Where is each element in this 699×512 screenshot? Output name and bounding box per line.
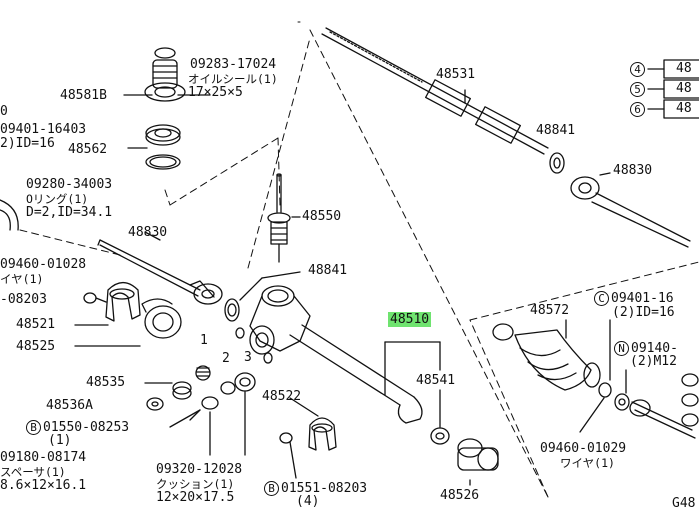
label-09283-name: オイルシール(1) <box>188 72 278 86</box>
label-09280-name: Oリング(1) <box>26 192 89 206</box>
index-boxes <box>647 59 699 119</box>
label-09401a-sub: 2)ID=16 <box>0 136 55 151</box>
label-48510: 48510 <box>388 312 432 327</box>
label-09320-size: 12×20×17.5 <box>156 490 235 505</box>
number-3: 3 <box>244 350 252 365</box>
label-09320: 09320-12028 <box>156 462 243 477</box>
part-48841-left <box>224 298 240 322</box>
label-09180-name: スペーサ(1) <box>0 465 66 479</box>
label-48841-right: 48841 <box>536 123 576 138</box>
label-09180: 09180-08174 <box>0 450 87 465</box>
index-5-badge: 5 <box>630 82 645 97</box>
part-bolt-08203 <box>83 292 107 304</box>
label-01550-number: 01550-08253 <box>43 420 130 435</box>
part-48550 <box>267 173 291 263</box>
label-09401b-sub: (2)ID=16 <box>612 305 675 320</box>
index-6: 6 <box>630 102 647 117</box>
label-48510-highlight: 48510 <box>388 312 432 327</box>
letter-b-badge: B <box>26 420 41 435</box>
letter-b-badge-2: B <box>264 481 279 496</box>
label-48521: 48521 <box>16 317 56 332</box>
index-4: 4 <box>630 62 647 77</box>
label-01550-qty: (1) <box>48 433 72 448</box>
label-09283-size: 17×25×5 <box>188 85 243 100</box>
label-48525: 48525 <box>16 339 56 354</box>
label-09140-sub: (2)M12 <box>630 354 677 369</box>
label-48841-left: 48841 <box>308 263 348 278</box>
part-48522 <box>308 417 337 451</box>
label-48522: 48522 <box>262 389 302 404</box>
label-48550: 48550 <box>302 209 342 224</box>
label-48581B: 48581B <box>60 88 107 103</box>
part-tie-rod-end-right <box>629 373 699 439</box>
letter-n-badge: N <box>614 341 629 356</box>
part-48535 <box>172 365 211 400</box>
part-48526 <box>457 438 499 471</box>
part-09320 <box>234 372 256 392</box>
label-48562: 48562 <box>68 142 108 157</box>
label-09401b-number: 09401-16 <box>611 291 674 306</box>
number-1: 1 <box>200 333 208 348</box>
label-09320-name: クッション(1) <box>156 477 235 491</box>
index-6-text: 48 <box>676 101 692 116</box>
label-09460b: 09460-01029 <box>540 441 627 456</box>
part-48510-housing <box>235 285 423 424</box>
label-09460a-sub: イヤ(1) <box>0 272 44 286</box>
label-01551-number: 01551-08203 <box>281 481 368 496</box>
label-09460b-sub: ワイヤ(1) <box>560 456 615 470</box>
part-09180 <box>189 381 236 421</box>
label-09280: 09280-34003 <box>26 177 113 192</box>
index-5: 5 <box>630 82 647 97</box>
label-09280-size: D=2,ID=34.1 <box>26 205 113 220</box>
part-48572 <box>492 323 601 391</box>
index-4-badge: 4 <box>630 62 645 77</box>
label-48541: 48541 <box>416 373 456 388</box>
part-48536A <box>146 397 164 411</box>
part-48531 <box>321 27 549 155</box>
dashed-frame <box>19 21 699 498</box>
label-48531: 48531 <box>436 67 476 82</box>
label-48830-left: 48830 <box>128 225 168 240</box>
part-48830-left <box>97 239 223 305</box>
label-48535: 48535 <box>86 375 126 390</box>
index-5-text: 48 <box>676 81 692 96</box>
part-48841-right <box>549 152 565 174</box>
part-48541 <box>430 427 450 445</box>
label-48572: 48572 <box>530 303 570 318</box>
label-48536A: 48536A <box>46 398 93 413</box>
label-09283: 09283-17024 <box>190 57 277 72</box>
label-0: 0 <box>0 104 8 119</box>
label-09140-number: 09140- <box>631 341 678 356</box>
part-nut-n <box>614 393 630 411</box>
label-01551-qty: (4) <box>296 494 320 509</box>
part-clip-c <box>598 382 612 398</box>
diagram-code: G48 <box>672 496 696 511</box>
label-48526: 48526 <box>440 488 480 503</box>
part-boot-left-arc <box>0 199 19 231</box>
part-48830-right <box>570 172 691 248</box>
label-08203-left: -08203 <box>0 292 47 307</box>
label-09401a: 09401-16403 <box>0 122 87 137</box>
part-48525 <box>141 298 182 339</box>
label-48830-right: 48830 <box>613 163 653 178</box>
part-48521 <box>105 281 141 322</box>
part-48562 <box>145 124 181 170</box>
index-4-text: 48 <box>676 61 692 76</box>
label-09460a: 09460-01028 <box>0 257 87 272</box>
part-bolt-01551 <box>279 432 297 479</box>
letter-c-badge: C <box>594 291 609 306</box>
label-09180-size: 8.6×12×16.1 <box>0 478 87 493</box>
part-48581B <box>144 47 186 102</box>
index-6-badge: 6 <box>630 102 645 117</box>
number-2: 2 <box>222 351 230 366</box>
